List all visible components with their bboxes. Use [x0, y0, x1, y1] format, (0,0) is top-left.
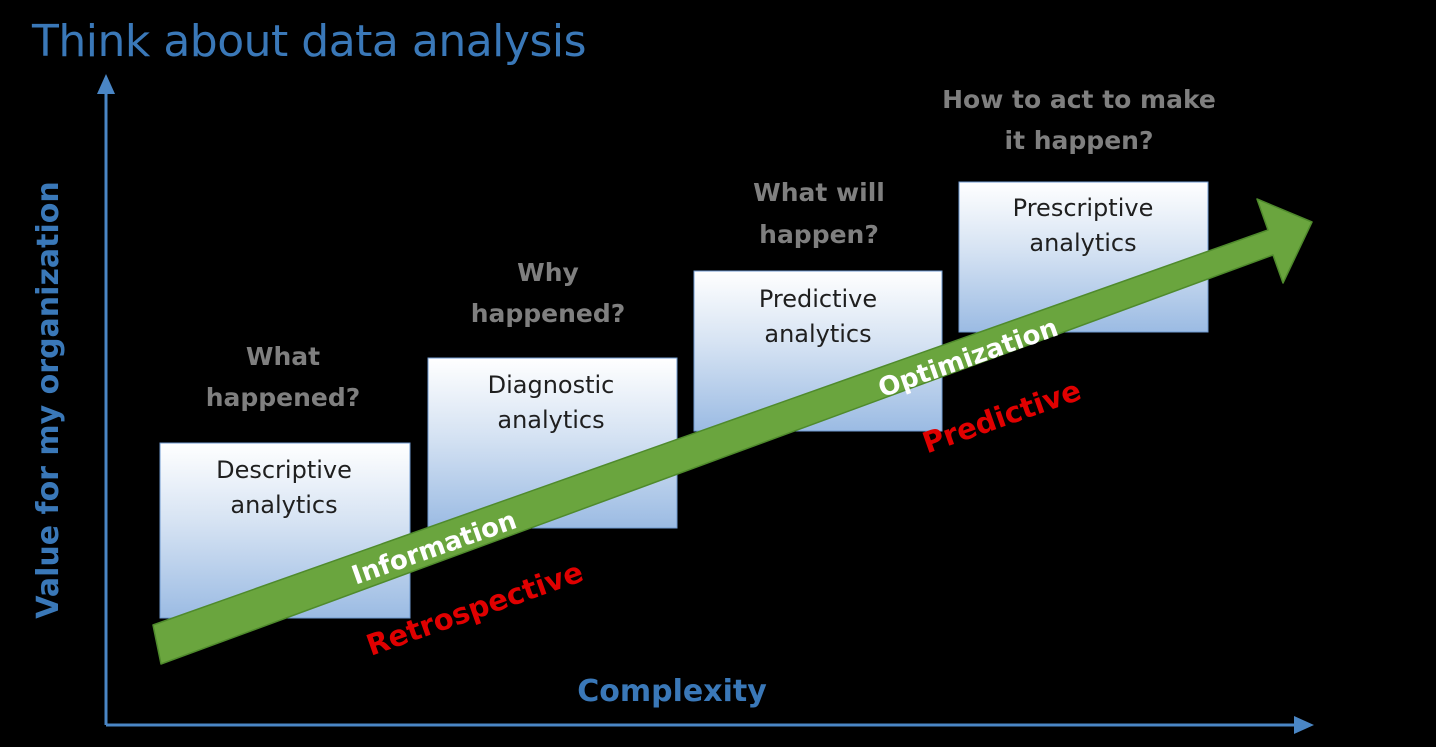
stage-box-label-line2: analytics — [764, 320, 871, 348]
y-axis — [97, 74, 115, 725]
stage-box-label-line1: Descriptive — [216, 456, 352, 484]
x-axis-label: Complexity — [577, 674, 767, 709]
stage-box-label-line1: Predictive — [759, 285, 877, 313]
progress-arrow-icon — [152, 198, 1313, 665]
y-axis-label: Value for my organization — [31, 181, 66, 618]
stage-box-label-line2: analytics — [497, 406, 604, 434]
stage-question-line1: What will — [753, 178, 885, 207]
y-axis-arrowhead-icon — [97, 74, 115, 94]
stage-question-line2: happen? — [759, 220, 879, 249]
stage-question-line1: How to act to make — [942, 85, 1216, 114]
x-axis-arrowhead-icon — [1294, 716, 1314, 734]
stage-question-line2: happened? — [471, 299, 626, 328]
stage-question-line2: happened? — [206, 383, 361, 412]
phase-label-predictive: Predictive — [918, 373, 1085, 460]
stage-prescriptive: Prescriptive analytics How to act to mak… — [942, 85, 1216, 333]
stage-box-label-line2: analytics — [230, 491, 337, 519]
stage-box-label-line2: analytics — [1029, 229, 1136, 257]
slide-title: Think about data analysis — [32, 16, 587, 67]
stage-box-label-line1: Prescriptive — [1013, 194, 1154, 222]
stage-question-line1: Why — [517, 258, 579, 287]
stage-descriptive: Descriptive analytics What happened? — [159, 342, 411, 619]
stage-box-label-line1: Diagnostic — [488, 371, 615, 399]
x-axis — [106, 716, 1314, 734]
stage-question-line2: it happen? — [1005, 126, 1154, 155]
stage-question-line1: What — [246, 342, 320, 371]
